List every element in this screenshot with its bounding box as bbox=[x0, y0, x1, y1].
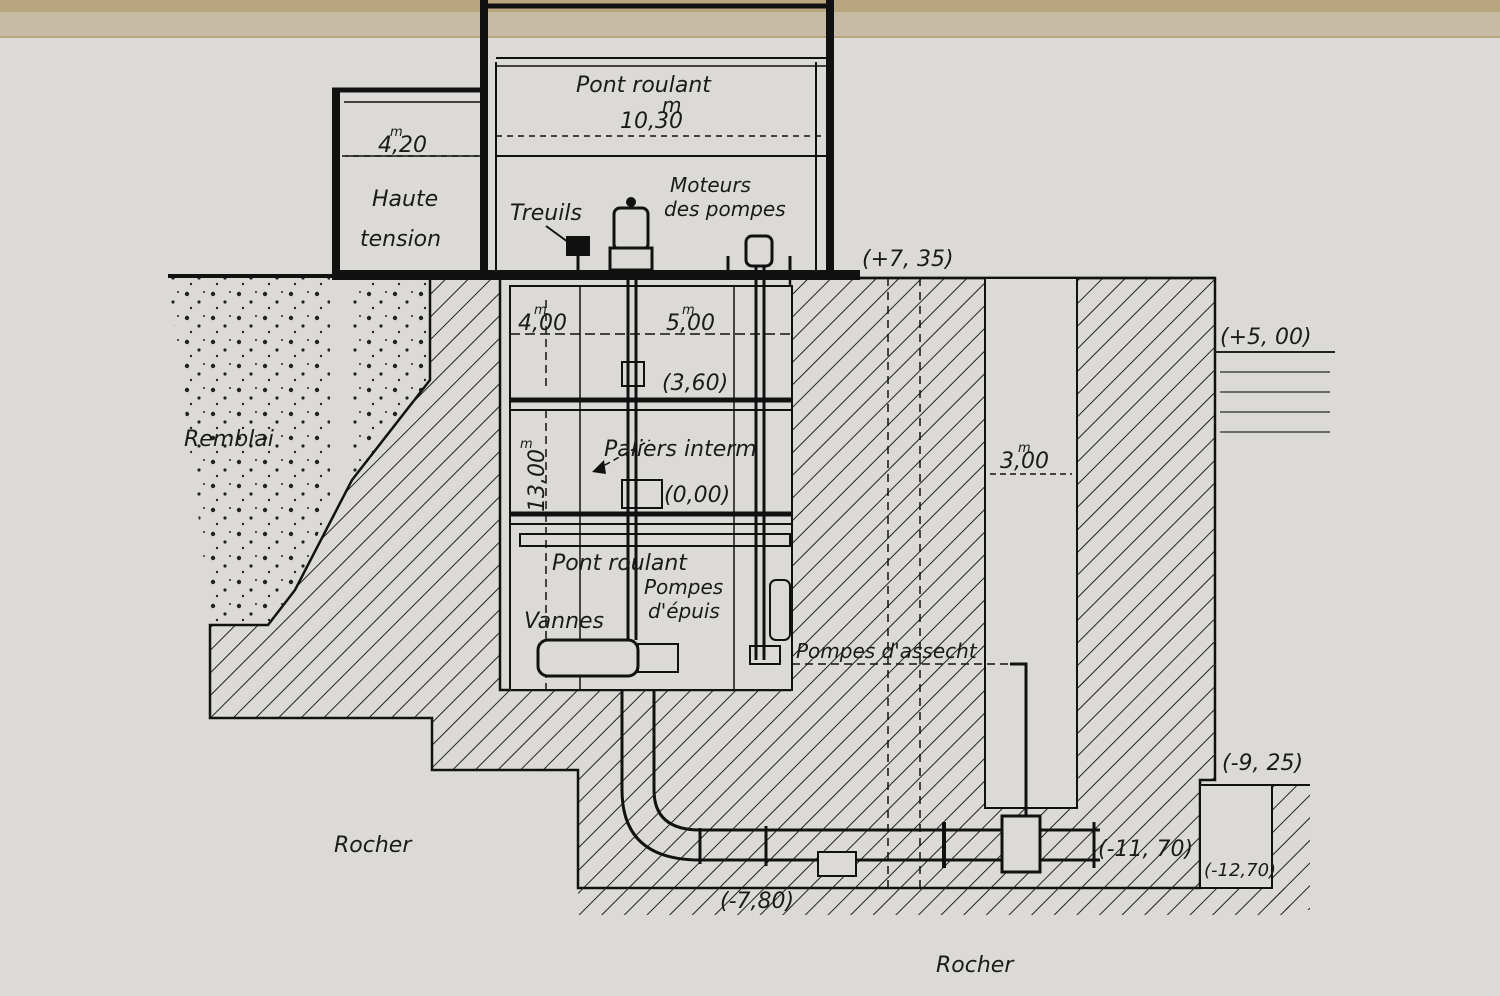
label-des-pompes: des pompes bbox=[664, 197, 786, 221]
dim-13-00: 13,00 bbox=[525, 449, 550, 512]
elev-plus-5-00: (+5, 00) bbox=[1220, 325, 1312, 350]
pump-motor-1 bbox=[608, 197, 654, 272]
label-pont-roulant-top: Pont roulant bbox=[576, 73, 712, 98]
backfill-area bbox=[168, 275, 330, 625]
elev-3-60: (3,60) bbox=[662, 371, 728, 396]
label-vannes: Vannes bbox=[524, 609, 604, 634]
discharge-pipe bbox=[620, 690, 1100, 877]
pump-chamber bbox=[509, 240, 793, 691]
dim-13-00-unit: m bbox=[520, 437, 533, 452]
label-haute: Haute bbox=[372, 187, 438, 212]
label-pont-roulant-low: Pont roulant bbox=[552, 551, 688, 576]
building bbox=[332, 0, 860, 280]
dim-4-20: 4,20 bbox=[378, 133, 427, 158]
gate-valve bbox=[536, 638, 679, 678]
winch bbox=[545, 225, 590, 274]
label-paliers: Paliers interm bbox=[604, 437, 757, 462]
right-rock-strip bbox=[1270, 785, 1310, 910]
dim-3-00-unit: m bbox=[1018, 441, 1031, 456]
vertical-shaft bbox=[984, 277, 1078, 809]
backfill-area-inner bbox=[350, 275, 430, 480]
label-moteurs: Moteurs bbox=[670, 173, 751, 197]
dim-5-00: 5,00 bbox=[666, 311, 715, 336]
elev-minus-12-70: (-12,70) bbox=[1204, 860, 1276, 881]
elev-plus-7-35: (+7, 35) bbox=[862, 247, 954, 272]
label-tension: tension bbox=[360, 227, 441, 252]
label-pompes-assecht: Pompes d'assecht bbox=[796, 639, 978, 663]
elev-0-00: (0,00) bbox=[664, 483, 730, 508]
water-surface bbox=[1215, 351, 1335, 433]
elev-minus-7-80: (-7,80) bbox=[720, 889, 794, 914]
label-remblai: Remblai bbox=[184, 427, 274, 452]
pump-motor-2 bbox=[726, 234, 792, 274]
elev-minus-9-25: (-9, 25) bbox=[1222, 751, 1303, 776]
label-treuils: Treuils bbox=[510, 201, 582, 226]
elev-minus-11-70: (-11, 70) bbox=[1098, 837, 1193, 862]
dim-10-30: 10,30 bbox=[620, 109, 683, 134]
dim-10-30-unit: m bbox=[662, 93, 681, 117]
dim-5-00-unit: m bbox=[682, 303, 695, 318]
label-rocher-bottom: Rocher bbox=[936, 953, 1015, 978]
label-pompes: Pompes bbox=[644, 575, 723, 599]
dim-4-00-unit: m bbox=[534, 303, 547, 318]
label-depuis: d'épuis bbox=[648, 599, 720, 623]
dim-4-20-unit: m bbox=[390, 125, 403, 140]
dim-3-00: 3,00 bbox=[1000, 449, 1049, 474]
top-tape-highlight bbox=[0, 12, 1500, 36]
bottom-rock-strip bbox=[578, 888, 1290, 915]
dewatering-pump bbox=[749, 579, 1028, 820]
label-rocher-left: Rocher bbox=[334, 833, 413, 858]
outlet-pit bbox=[1199, 784, 1273, 889]
dim-4-00: 4,00 bbox=[518, 311, 567, 336]
